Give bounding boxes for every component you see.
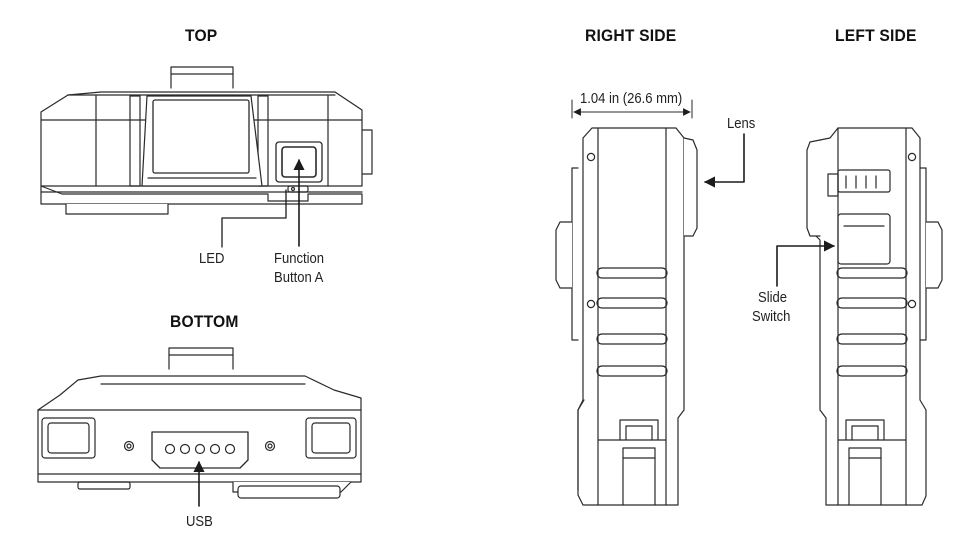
lens-leader-arrow bbox=[703, 133, 745, 188]
function-button-label-line1: Function bbox=[274, 251, 325, 267]
view-title-top: TOP bbox=[185, 26, 218, 45]
left-side-view-device bbox=[806, 127, 943, 506]
width-dimension-label: 1.04 in (26.6 mm) bbox=[580, 91, 683, 107]
slide-switch-label-line2: Switch bbox=[752, 309, 791, 325]
view-title-right-side: RIGHT SIDE bbox=[585, 26, 677, 45]
right-side-view-device bbox=[555, 99, 698, 506]
slide-switch-label-line1: Slide bbox=[758, 290, 788, 306]
led-label: LED bbox=[199, 251, 225, 267]
slide-switch-leader-arrow bbox=[776, 240, 836, 287]
view-title-left-side: LEFT SIDE bbox=[835, 26, 917, 45]
view-title-bottom: BOTTOM bbox=[170, 312, 239, 331]
led-leader-line bbox=[221, 189, 287, 248]
usb-label: USB bbox=[186, 514, 213, 530]
function-button-label-line2: Button A bbox=[274, 270, 324, 286]
lens-label: Lens bbox=[727, 116, 756, 132]
bottom-view-device bbox=[37, 347, 362, 499]
top-view-device bbox=[40, 66, 373, 215]
